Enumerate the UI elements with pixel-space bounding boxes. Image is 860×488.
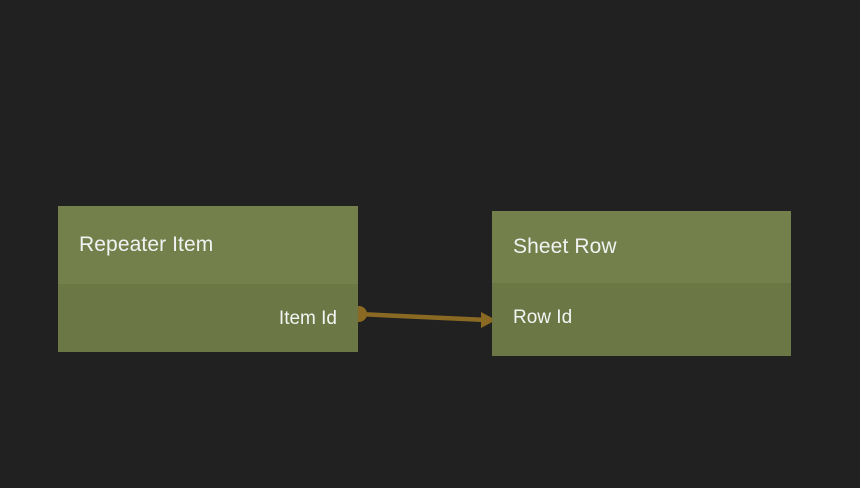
field-row-row-id[interactable]: Row Id xyxy=(513,283,791,356)
node-sheet-row[interactable]: Sheet Row Row Id xyxy=(492,211,791,356)
field-row-item-id[interactable]: Item Id xyxy=(58,284,337,352)
node-repeater-item[interactable]: Repeater Item Item Id xyxy=(58,206,358,352)
node-repeater-item-header[interactable]: Repeater Item xyxy=(58,206,358,284)
node-sheet-row-body: Row Id xyxy=(492,283,791,356)
field-label-row-id: Row Id xyxy=(513,306,573,328)
node-sheet-row-header[interactable]: Sheet Row xyxy=(492,211,791,283)
node-sheet-row-title: Sheet Row xyxy=(513,235,617,258)
node-repeater-item-title: Repeater Item xyxy=(79,233,214,256)
field-label-item-id: Item Id xyxy=(278,308,337,329)
node-repeater-item-body: Item Id xyxy=(58,284,358,352)
edge-line xyxy=(357,311,488,323)
edge-item-id-to-row-id[interactable] xyxy=(351,306,496,328)
